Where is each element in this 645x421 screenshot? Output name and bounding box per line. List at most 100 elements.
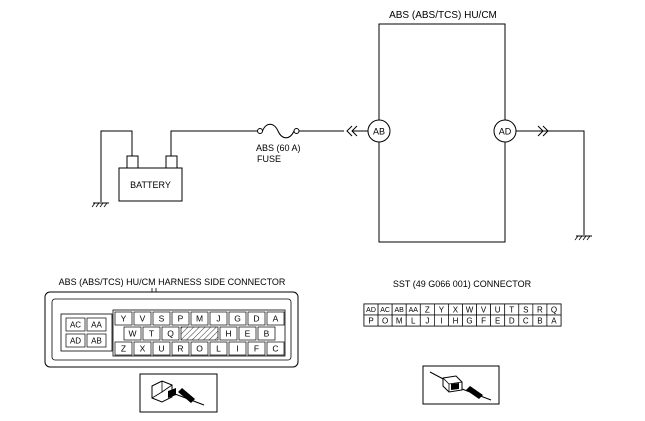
ground-icon-battery <box>91 202 109 208</box>
sst-pin-o-label: O <box>382 316 388 325</box>
harness-pin-l: L <box>209 341 228 356</box>
sst-pin-v-label: V <box>481 305 487 314</box>
harness-pin-p: P <box>171 311 190 326</box>
harness-connector-title: ABS (ABS/TCS) HU/CM HARNESS SIDE CONNECT… <box>59 277 286 287</box>
harness-pin-u: U <box>152 341 171 356</box>
harness-pin-a: A <box>266 311 285 326</box>
sst-pin-a: A <box>546 314 562 327</box>
sst-pin-r: R <box>532 303 548 316</box>
sst-pin-z-label: Z <box>425 305 430 314</box>
sst-pin-u-label: U <box>495 305 501 314</box>
harness-pin-r-label: R <box>177 344 183 354</box>
sst-pin-w-label: W <box>466 305 474 314</box>
harness-pin-y-label: Y <box>121 314 127 324</box>
sst-pin-ac-label: AC <box>380 307 390 314</box>
harness-pin-y: Y <box>114 311 133 326</box>
harness-pin-o: O <box>190 341 209 356</box>
sst-pin-aa: AA <box>405 303 421 316</box>
harness-pin-blank <box>180 326 219 341</box>
sst-pin-l: L <box>405 314 421 327</box>
harness-pin-q: Q <box>161 326 180 341</box>
harness-pin-z: Z <box>114 341 133 356</box>
terminal-ab-label: AB <box>373 127 385 137</box>
sst-pin-v: V <box>476 303 491 316</box>
harness-pin-aa: AA <box>86 317 107 332</box>
sst-pin-e-label: E <box>495 316 500 325</box>
harness-pin-w: W <box>123 326 142 341</box>
harness-pin-v: V <box>133 311 152 326</box>
fuse-name-label: FUSE <box>257 154 281 164</box>
sst-pin-s-label: S <box>523 305 528 314</box>
sst-pin-i: I <box>434 314 449 327</box>
harness-pin-p-label: P <box>178 314 184 324</box>
sst-pin-q: Q <box>546 303 562 316</box>
connector-view-icon-sst <box>422 365 500 405</box>
sst-pin-y: Y <box>434 303 449 316</box>
harness-pin-ab-label: AB <box>91 336 102 345</box>
harness-pin-ab: AB <box>86 333 107 348</box>
battery-symbol: BATTERY <box>118 155 183 202</box>
harness-pin-j: J <box>209 311 228 326</box>
harness-pin-l-label: L <box>216 344 221 354</box>
sst-pin-l-label: L <box>411 316 416 325</box>
harness-pin-s-label: S <box>159 314 165 324</box>
harness-pin-i-label: I <box>236 344 238 354</box>
sst-pin-m-label: M <box>396 316 403 325</box>
fuse-icon <box>257 123 300 139</box>
sst-pin-g-label: G <box>466 316 472 325</box>
sst-pin-m: M <box>391 314 407 327</box>
harness-pin-w-label: W <box>128 329 136 339</box>
harness-pin-g-label: G <box>234 314 241 324</box>
sst-pin-t: T <box>504 303 520 316</box>
sst-connector-title: SST (49 G066 001) CONNECTOR <box>393 279 532 289</box>
ground-wire-battery <box>100 130 133 202</box>
harness-pin-o-label: O <box>196 344 203 354</box>
harness-pin-f: F <box>247 341 266 356</box>
harness-pin-m-label: M <box>196 314 203 324</box>
terminal-ad: AD <box>493 119 517 143</box>
harness-pin-x: X <box>133 341 152 356</box>
terminal-ab: AB <box>367 119 391 143</box>
sst-pin-x: X <box>448 303 463 316</box>
sst-pin-z: Z <box>419 303 435 316</box>
sst-pin-h-label: H <box>453 316 459 325</box>
sst-pin-d-label: D <box>509 316 515 325</box>
harness-pin-b: B <box>257 326 276 341</box>
harness-pin-ac-label: AC <box>70 320 81 329</box>
sst-pin-h: H <box>448 314 463 327</box>
harness-pin-c: C <box>266 341 285 356</box>
sst-pin-b-label: B <box>537 316 542 325</box>
sst-pin-s: S <box>518 303 534 316</box>
battery-positive-wire <box>170 130 257 156</box>
module-title: ABS (ABS/TCS) HU/CM <box>389 10 497 21</box>
harness-pin-d: D <box>247 311 266 326</box>
sst-pin-y-label: Y <box>439 305 445 314</box>
sst-pin-p-label: P <box>368 316 373 325</box>
sst-pin-d: D <box>504 314 520 327</box>
harness-pin-t-label: T <box>149 329 154 339</box>
sst-pin-ab: AB <box>391 303 407 316</box>
sst-pin-ac: AC <box>377 303 393 316</box>
sst-pin-j-label: J <box>425 316 429 325</box>
harness-pin-c-label: C <box>272 344 278 354</box>
harness-pin-s: S <box>152 311 171 326</box>
sst-pin-t-label: T <box>509 305 514 314</box>
sst-pin-i-label: I <box>440 316 442 325</box>
sst-pin-g: G <box>462 314 477 327</box>
sst-pin-b: B <box>532 314 548 327</box>
sst-pin-e: E <box>490 314 506 327</box>
sst-pin-w: W <box>462 303 477 316</box>
harness-pin-v-label: V <box>140 314 146 324</box>
terminal-ad-label: AD <box>499 127 512 137</box>
sst-pin-f: F <box>476 314 491 327</box>
sst-pin-a-label: A <box>551 316 557 325</box>
harness-pin-t: T <box>142 326 161 341</box>
sst-pin-ab-label: AB <box>395 307 405 314</box>
harness-pin-e-label: E <box>245 329 251 339</box>
sst-pin-c-label: C <box>523 316 529 325</box>
sst-pin-aa-label: AA <box>409 307 419 314</box>
harness-pin-q-label: Q <box>167 329 174 339</box>
harness-pin-g: G <box>228 311 247 326</box>
sst-pin-r-label: R <box>537 305 543 314</box>
